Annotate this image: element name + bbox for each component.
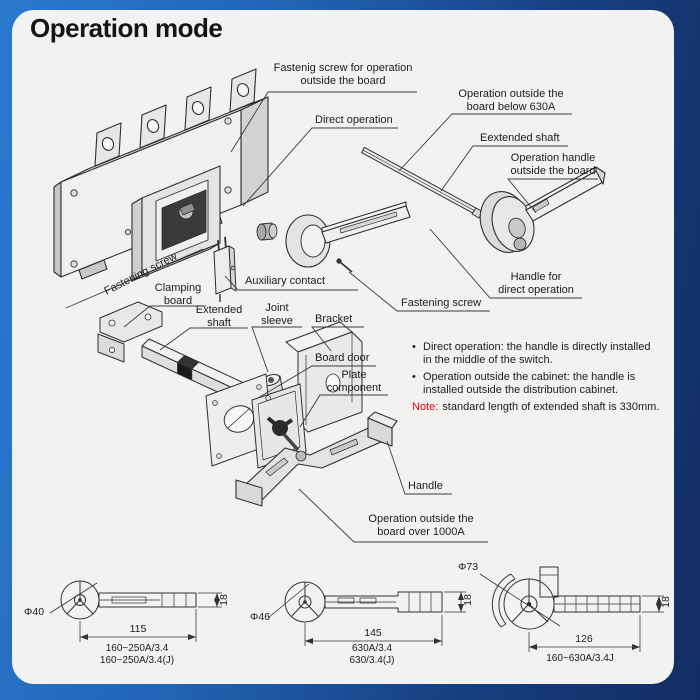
- dim-height-d3: 18: [659, 596, 672, 608]
- label-line: sleeve: [261, 315, 293, 327]
- label-bracket: Bracket: [315, 313, 353, 325]
- label-handle: Handle: [408, 480, 443, 492]
- label-operation-below-630: Operation outside the board below 630A: [455, 88, 567, 114]
- dimension-drawing-1: [49, 580, 222, 642]
- label-line: shaft: [207, 317, 231, 329]
- bracket-drawing: [285, 321, 363, 433]
- clamping-board-shaft-drawing: [97, 301, 258, 408]
- caption-line: 160~250A/3.4(J): [99, 654, 175, 666]
- caption-line: 630A/3.4: [351, 643, 393, 654]
- label-auxiliary-contact: Auxiliary contact: [245, 275, 326, 287]
- note-bullet-2: • Operation outside the cabinet: the han…: [412, 371, 678, 384]
- label-direct-operation: Direct operation: [315, 114, 393, 126]
- note-text-line: Direct operation: the handle is directly…: [423, 341, 651, 353]
- label-line: Extended: [195, 304, 243, 316]
- dim-height-d1: 18: [217, 594, 230, 606]
- label-board-door: Board door: [315, 352, 370, 364]
- label-line: Operation handle: [510, 152, 596, 164]
- caption-line: 630/3.4(J): [349, 654, 395, 666]
- label-line: Joint: [265, 302, 289, 314]
- label-line: outside the board: [510, 165, 596, 177]
- bullet-dot: •: [412, 341, 416, 353]
- notes-block: • Direct operation: the handle is direct…: [412, 341, 678, 414]
- note-text-line: in the middle of the switch.: [423, 354, 553, 366]
- label-clamping-board: Clamping board: [149, 282, 207, 308]
- label-line: board: [163, 295, 193, 307]
- label-line: Handle for: [510, 271, 562, 283]
- label-extended-shaft-left: Extended shaft: [190, 304, 248, 330]
- plate-component-drawing: [251, 383, 307, 469]
- label-fastening-screw-outside: Fastenig screw for operation outside the…: [268, 62, 418, 88]
- dimension-drawing-2: [267, 581, 466, 646]
- note-label: Note:: [412, 401, 439, 413]
- dim-length-d2: 145: [364, 627, 382, 639]
- dim-diameter-d1: Φ40: [24, 606, 45, 618]
- caption-d1: 160~250A/3.4 160~250A/3.4(J): [77, 643, 197, 666]
- large-handle-drawing: [235, 411, 398, 507]
- dim-diameter-d2: Φ46: [250, 611, 271, 623]
- caption-line: 160~250A/3.4: [105, 643, 169, 654]
- label-line: outside the board: [300, 75, 386, 87]
- label-line: Operation outside the: [458, 88, 564, 100]
- dim-height-d2: 18: [461, 594, 474, 606]
- outside-board-handle-drawing: [479, 166, 606, 253]
- auxiliary-contact-drawing: [213, 236, 237, 302]
- bullet-dot: •: [412, 371, 416, 383]
- dim-length-d1: 115: [129, 623, 147, 635]
- caption-d2: 630A/3.4 630/3.4(J): [312, 643, 432, 666]
- label-fastening-screw-center: Fastening screw: [401, 297, 482, 309]
- note-row: Note: standard length of extended shaft …: [412, 401, 678, 414]
- label-line: direct operation: [498, 284, 574, 296]
- dimension-drawing-3: [479, 566, 664, 652]
- caption-d3: 160~630A/3.4J: [546, 653, 614, 664]
- label-line: Plate: [341, 369, 367, 381]
- direct-operation-handle-drawing: [256, 201, 411, 273]
- label-extended-shaft-right: Eextended shaft: [480, 132, 560, 144]
- label-line: Operation outside the: [368, 513, 474, 525]
- leader-lines: [65, 91, 598, 543]
- dim-length-d3: 126: [575, 633, 593, 645]
- dim-diameter-d3: Φ73: [458, 561, 479, 573]
- label-operation-over-1000: Operation outside the board over 1000A: [356, 513, 486, 539]
- note-text-line: Operation outside the cabinet: the handl…: [423, 371, 636, 383]
- label-joint-sleeve: Joint sleeve: [253, 302, 301, 328]
- label-line: component: [326, 382, 382, 394]
- label-line: Fastenig screw for operation: [273, 62, 413, 74]
- note-text-line: standard length of extended shaft is 330…: [442, 401, 660, 413]
- label-line: Clamping: [154, 282, 202, 294]
- note-bullet-1: • Direct operation: the handle is direct…: [412, 341, 678, 354]
- label-operation-handle-outside: Operation handle outside the board: [506, 152, 600, 178]
- label-handle-for-direct: Handle for direct operation: [492, 271, 580, 297]
- switch-body-drawing: [53, 68, 269, 282]
- label-plate-component: Plate component: [321, 369, 387, 395]
- label-line: board over 1000A: [377, 526, 465, 538]
- note-text-line: installed outside the distribution cabin…: [423, 384, 619, 396]
- page-title: Operation mode: [30, 13, 223, 43]
- label-line: board below 630A: [466, 101, 556, 113]
